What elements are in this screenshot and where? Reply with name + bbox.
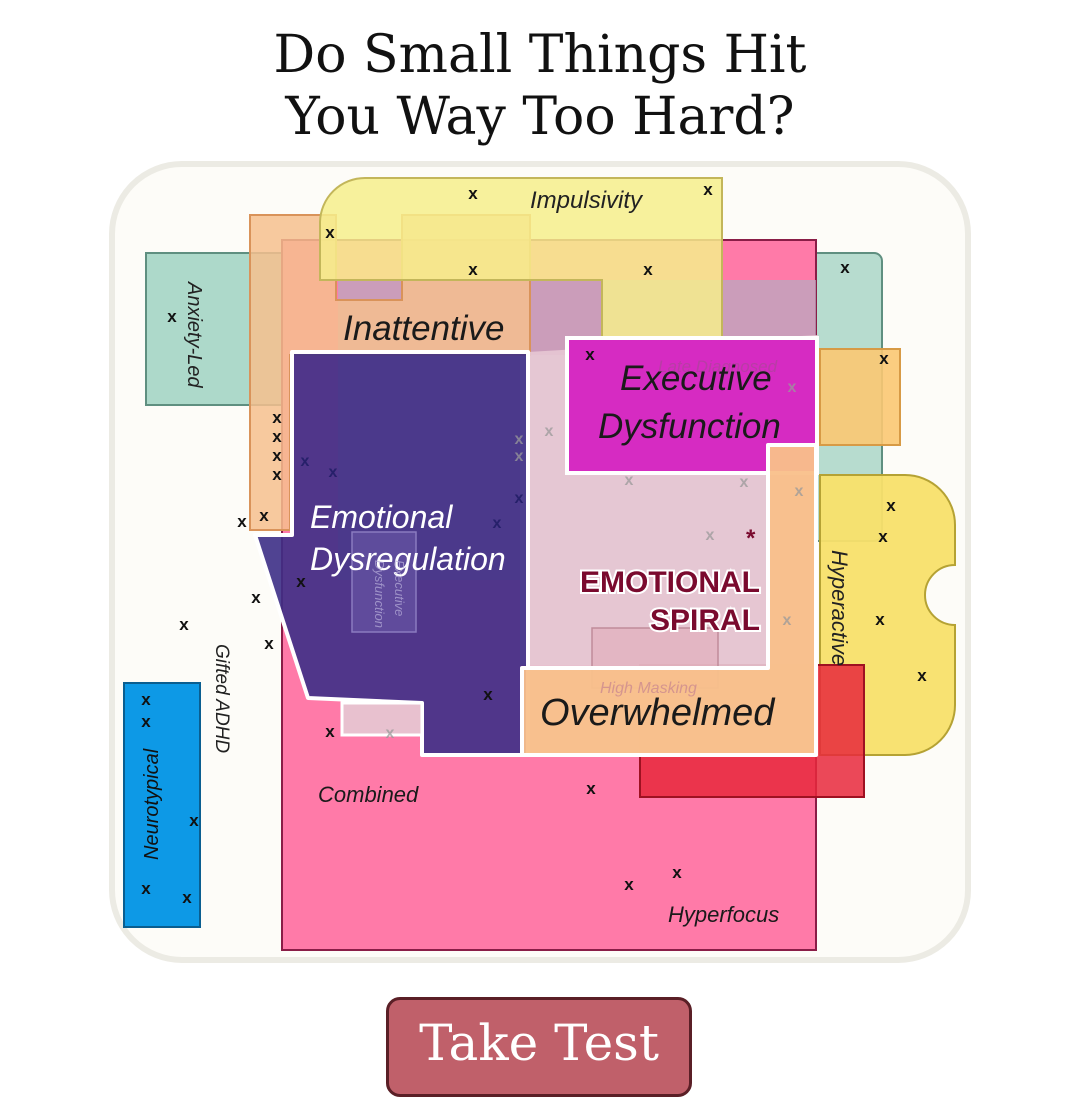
faded-marker-x: x (740, 474, 749, 491)
purple-marker-x: x (493, 515, 502, 532)
marker-x: x (264, 634, 274, 653)
neurotypical-region (123, 682, 201, 928)
label-executive-line1: Executive (620, 359, 772, 398)
notch-region (340, 701, 424, 737)
label-hyperfocus: Hyperfocus (668, 902, 779, 927)
faded-marker-x: x (625, 472, 634, 489)
marker-x: x (643, 260, 653, 279)
label-faded-exec-line1: Executive (392, 560, 407, 616)
label-high-masking: High Masking (600, 680, 697, 697)
marker-x: x (672, 863, 682, 882)
label-gifted-adhd: Gifted ADHD (211, 644, 232, 753)
marker-x: x (141, 690, 151, 709)
label-executive-line2: Dysfunction (598, 407, 781, 446)
marker-x: x (179, 615, 189, 634)
marker-x: x (237, 512, 247, 531)
marker-x: x (272, 446, 282, 465)
marker-x: x (325, 722, 335, 741)
marker-x: x (167, 307, 177, 326)
marker-x: x (272, 408, 282, 427)
marker-x: x (586, 779, 596, 798)
take-test-button[interactable]: Take Test (386, 997, 692, 1097)
marker-x: x (251, 588, 261, 607)
marker-x: x (468, 260, 478, 279)
title-line-2: You Way Too Hard? (285, 87, 795, 147)
label-impulsivity: Impulsivity (530, 187, 644, 214)
marker-x: x (879, 349, 889, 368)
label-late-diagnosed: Late Diagnosed (658, 357, 778, 376)
spiral-marker: * (746, 525, 756, 552)
purple-marker-x: x (329, 464, 338, 481)
label-inattentive: Inattentive (343, 309, 505, 348)
marker-x: x (296, 572, 306, 591)
marker-x: x (141, 879, 151, 898)
marker-x: x (703, 180, 713, 199)
title-line-1: Do Small Things Hit (273, 25, 807, 85)
faded-marker-x: x (386, 725, 395, 742)
marker-x: x (624, 875, 634, 894)
marker-x: x (189, 811, 199, 830)
marker-x: x (840, 258, 850, 277)
purple-marker-x: x (301, 453, 310, 470)
label-combined: Combined (318, 782, 419, 807)
marker-x: x (325, 223, 335, 242)
marker-x: x (272, 427, 282, 446)
marker-x: x (886, 496, 896, 515)
faded-marker-x: x (783, 612, 792, 629)
label-emotional-line2: Dysregulation (310, 541, 506, 577)
faded-marker-x: x (795, 483, 804, 500)
faded-marker-x: x (545, 423, 554, 440)
marker-x: x (468, 184, 478, 203)
overwhelmed-region (520, 443, 818, 757)
marker-x: x (141, 712, 151, 731)
label-anxiety-led: Anxiety-Led (183, 281, 205, 388)
label-emotional-line1: Emotional (310, 499, 453, 535)
faded-marker-x: x (515, 431, 524, 448)
faded-executive-box (351, 531, 417, 633)
faded-marker-x: x (515, 448, 524, 465)
purple-marker-x: x (515, 490, 524, 507)
impulsivity-region (319, 177, 723, 351)
marker-x: x (875, 610, 885, 629)
marker-x: x (272, 465, 282, 484)
label-faded-exec-line2: Dysfunction (372, 560, 387, 628)
marker-x: x (917, 666, 927, 685)
marker-x: x (182, 888, 192, 907)
marker-x: x (878, 527, 888, 546)
faded-marker-x: x (706, 527, 715, 544)
label-neurotypical: Neurotypical (141, 748, 163, 860)
faded-marker-x: x (788, 379, 797, 396)
label-spiral-line2: SPIRAL (650, 604, 760, 637)
label-hyperactive: Hyperactive (827, 550, 852, 666)
orange-strip-region (819, 348, 901, 446)
marker-x: x (585, 345, 595, 364)
marker-x: x (483, 685, 493, 704)
label-overwhelmed: Overwhelmed (540, 692, 776, 734)
marker-x: x (259, 506, 269, 525)
page-title: Do Small Things Hit You Way Too Hard? (0, 24, 1080, 148)
label-spiral-line1: EMOTIONAL (580, 566, 760, 599)
